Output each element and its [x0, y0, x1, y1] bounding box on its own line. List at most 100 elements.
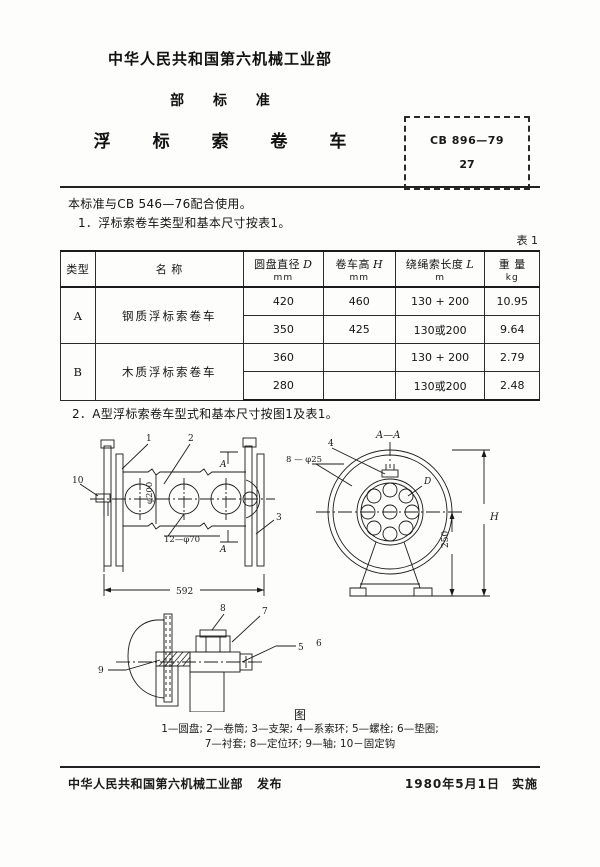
- rope-coil: [398, 488, 414, 504]
- cell-l: 130 + 200: [394, 286, 486, 316]
- callout-8: 8: [220, 604, 226, 614]
- footer-issue-action: 发布: [257, 777, 283, 791]
- cell-d: 360: [242, 343, 324, 372]
- callout-1: 1: [146, 434, 152, 444]
- cell-d: 420: [242, 286, 324, 316]
- table-row: A 钢质浮标索卷车 420 460 130 + 200 10.95: [60, 286, 540, 344]
- cell-name-wood: 木质浮标索卷车: [94, 343, 244, 401]
- figure-caption: 图: [293, 708, 306, 722]
- right-disc-edge: [245, 479, 261, 519]
- table-row: 350 425 130或200 9.64: [61, 315, 540, 344]
- table-label: 表 1: [516, 234, 539, 247]
- cell-l: 130或200: [394, 371, 486, 401]
- dim-diameter-symbol: D: [423, 477, 431, 487]
- leader-2: [163, 443, 191, 485]
- clause-1-text: 1．浮标索卷车类型和基本尺寸按表1。: [78, 216, 291, 230]
- rope-coil: [366, 488, 382, 504]
- footer-effective-action: 实施: [511, 777, 538, 791]
- cell-h: [322, 343, 396, 372]
- rope-coil: [398, 520, 414, 536]
- cell-w: 9.64: [484, 315, 540, 344]
- figure-legend: 1—圆盘; 2—卷筒; 3—支架; 4—系索环; 5—螺栓; 6—垫圈; 7—衬…: [60, 722, 540, 752]
- cell-l: 130 + 200: [394, 343, 486, 372]
- dim-hole-pattern: 12—φ70: [164, 535, 200, 545]
- front-elevation-view: [79, 437, 275, 596]
- page-title: 浮 标 索 卷 车: [93, 132, 365, 152]
- callout-2: 2: [188, 434, 194, 444]
- section-aa-view: [312, 442, 490, 597]
- callout-9: 9: [98, 666, 104, 676]
- footer-issuer-block: 中华人民共和国第六机械工业部发布: [68, 775, 282, 792]
- rope-eye: [381, 469, 399, 478]
- callout-7: 7: [262, 607, 268, 617]
- scope-note: 本标准与CB 546—76配合使用。: [68, 197, 253, 211]
- standard-page-number: 27: [459, 158, 475, 171]
- standard-number: CB 896—79: [429, 134, 505, 147]
- callout-4: 4: [328, 439, 334, 449]
- cell-name-steel: 钢质浮标索卷车: [94, 286, 244, 344]
- leader-9: [125, 659, 161, 671]
- hatching: [158, 651, 191, 667]
- leader-D: [407, 485, 423, 497]
- dim-bolt-pattern: 8 — φ25: [286, 455, 322, 465]
- cell-type-a: A: [60, 286, 96, 344]
- leader-10: [79, 483, 99, 497]
- header-weight-unit: kg: [505, 272, 519, 283]
- disc-rim-profile: [127, 619, 165, 699]
- fixed-hook: [95, 493, 111, 503]
- leader-5: [241, 645, 277, 663]
- right-post-inner: [256, 453, 265, 567]
- drum-upper-edge: [123, 468, 246, 476]
- rope-coil: [382, 482, 398, 498]
- cell-w: 10.95: [484, 286, 540, 316]
- disc-plate: [163, 613, 173, 703]
- header-type-label: 类型: [66, 263, 90, 276]
- dim-front-width: 592: [176, 587, 193, 597]
- cell-h: [322, 371, 396, 401]
- header-cell-type: 类型: [60, 250, 96, 288]
- cell-l: 130或200: [394, 315, 486, 344]
- right-top-cap: [242, 437, 257, 448]
- stand-foot-right: [413, 587, 433, 597]
- header-reel-height-unit: mm: [349, 272, 370, 283]
- cell-w: 2.79: [484, 343, 540, 372]
- callout-5: 5: [298, 643, 304, 653]
- section-label: A—A: [375, 430, 400, 441]
- dim-height-symbol: H: [489, 512, 499, 523]
- legend-line-2: 7—衬套; 8—定位环; 9—轴; 10－固定钩: [204, 738, 396, 750]
- cell-d: 280: [242, 371, 324, 401]
- header-rope-length-unit: m: [435, 272, 445, 283]
- cut-mark-bottom: A: [219, 545, 227, 555]
- table-row: 280 130或200 2.48: [61, 371, 540, 401]
- document-header: 中华人民共和国第六机械工业部 部 标 准 浮 标 索 卷 车 CB 896—79…: [0, 42, 600, 190]
- header-divider: [60, 186, 540, 188]
- document-kind-label: 部 标 准: [170, 93, 282, 109]
- header-weight-label: 重 量: [498, 257, 526, 271]
- cell-w: 2.48: [484, 371, 540, 401]
- leader-4: [331, 447, 386, 475]
- header-name-label: 名 称: [155, 263, 183, 276]
- cell-h: 460: [322, 286, 396, 316]
- stand-foot-left: [349, 587, 367, 597]
- footer-effective-block: 1980年5月1日实施: [405, 775, 538, 792]
- drawing-annotations: 1 2 3 10 4 5 6 7 8 9 A—A A A φ200 12—φ70…: [72, 430, 499, 676]
- cell-d: 350: [242, 315, 324, 344]
- drawing-svg: 1 2 3 10 4 5 6 7 8 9 A—A A A φ200 12—φ70…: [72, 430, 499, 713]
- rope-coil: [366, 520, 382, 536]
- technical-drawing: 1 2 3 10 4 5 6 7 8 9 A—A A A φ200 12—φ70…: [60, 424, 540, 713]
- leader-8-detail: [211, 613, 225, 631]
- clause-2-text: 2．A型浮标索卷车型式和基本尺寸按图1及表1。: [72, 407, 339, 421]
- cell-h: 425: [322, 315, 396, 344]
- legend-line-1: 1—圆盘; 2—卷筒; 3—支架; 4—系索环; 5—螺栓; 6—垫圈;: [161, 723, 439, 735]
- left-top-cap: [100, 439, 115, 449]
- ministry-title: 中华人民共和国第六机械工业部: [107, 50, 332, 68]
- dim-stand-height: 250: [441, 531, 451, 548]
- header-cell-weight: 重 量 kg: [484, 250, 540, 288]
- left-post-inner: [115, 453, 124, 567]
